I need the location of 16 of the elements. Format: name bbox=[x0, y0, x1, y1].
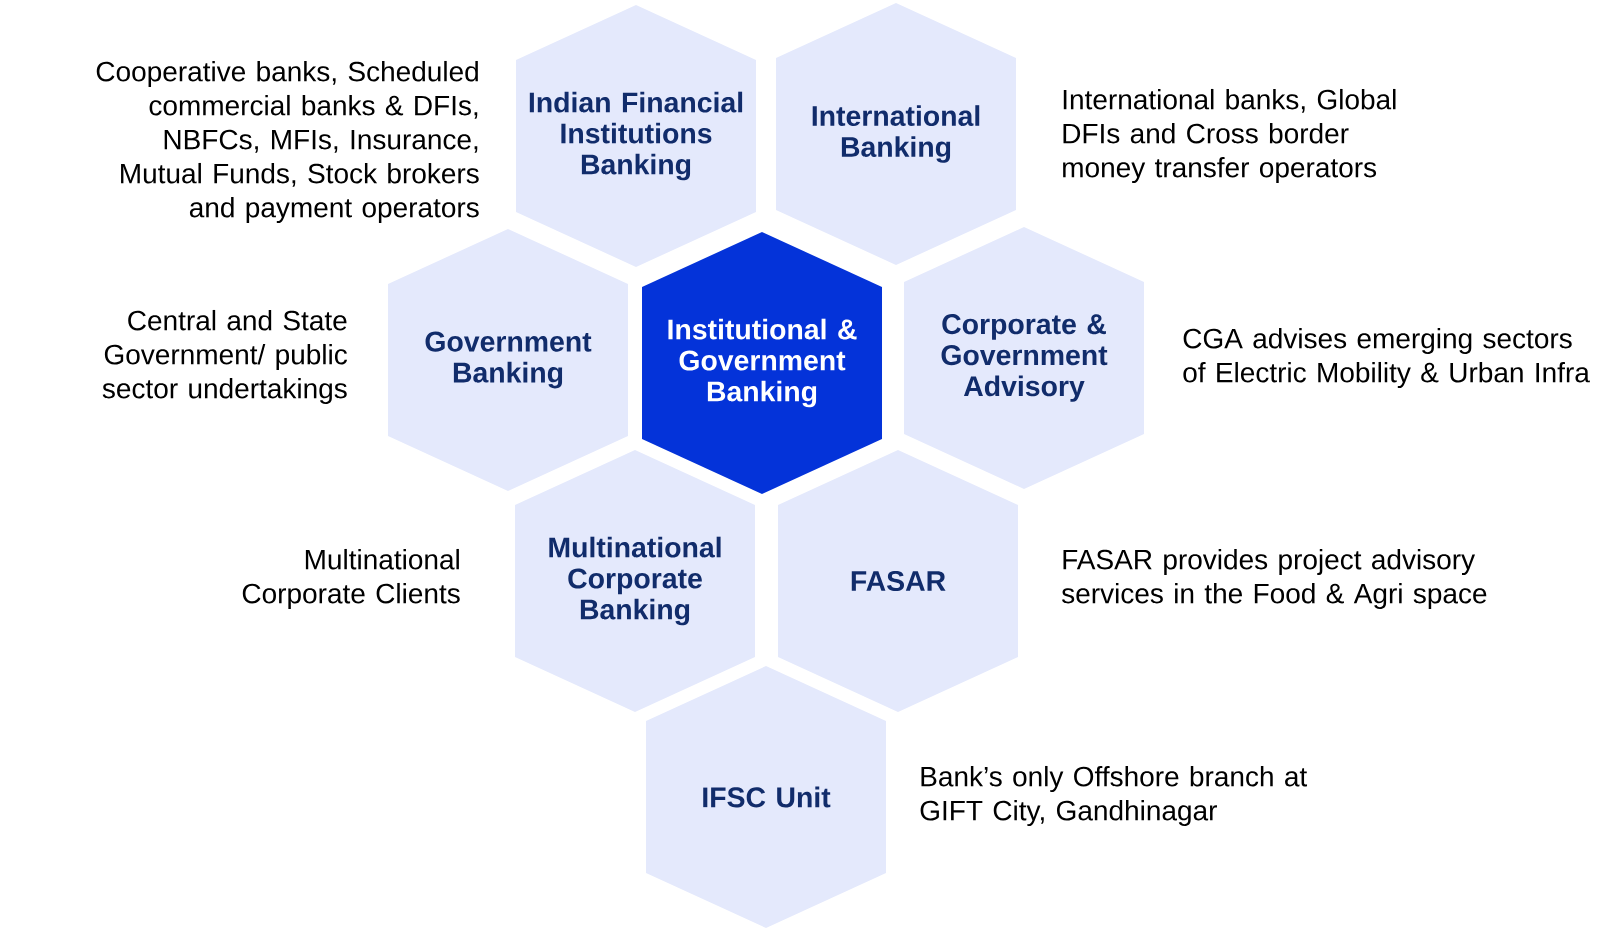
hexagon: FASAR bbox=[778, 450, 1018, 712]
hexagon: Indian Financial Institutions Banking bbox=[516, 5, 756, 267]
description-text: Cooperative banks, Scheduled commercial banks & DFIs, NBFCs, MFIs, Insurance, Mutual Funds, Stock brokers and payment operators bbox=[96, 60, 479, 224]
hexagon: International Banking bbox=[776, 3, 1016, 265]
description-text: International banks, Global DFIs and Cross border money transfer operators bbox=[1063, 88, 1396, 184]
description-text: Central and State Government/ public sector undertakings bbox=[102, 309, 347, 405]
center-hexagon: Institutional & Government Banking bbox=[642, 232, 882, 494]
description-text: Bank’s only Offshore branch at GIFT City, Gandhinagar bbox=[920, 765, 1308, 827]
hexagon: Multinational Corporate Banking bbox=[515, 450, 755, 712]
description-text: FASAR provides project advisory services in the Food & Agri space bbox=[1062, 548, 1487, 610]
hexagon: Corporate & Government Advisory bbox=[904, 227, 1144, 489]
hexagon: IFSC Unit bbox=[646, 666, 886, 928]
description-text: CGA advises emerging sectors of Electric Mobility & Urban Infra bbox=[1183, 327, 1590, 389]
hexagon: Government Banking bbox=[388, 229, 628, 491]
node-label: IFSC Unit bbox=[703, 786, 831, 808]
description-text: Multinational Corporate Clients bbox=[242, 548, 460, 610]
